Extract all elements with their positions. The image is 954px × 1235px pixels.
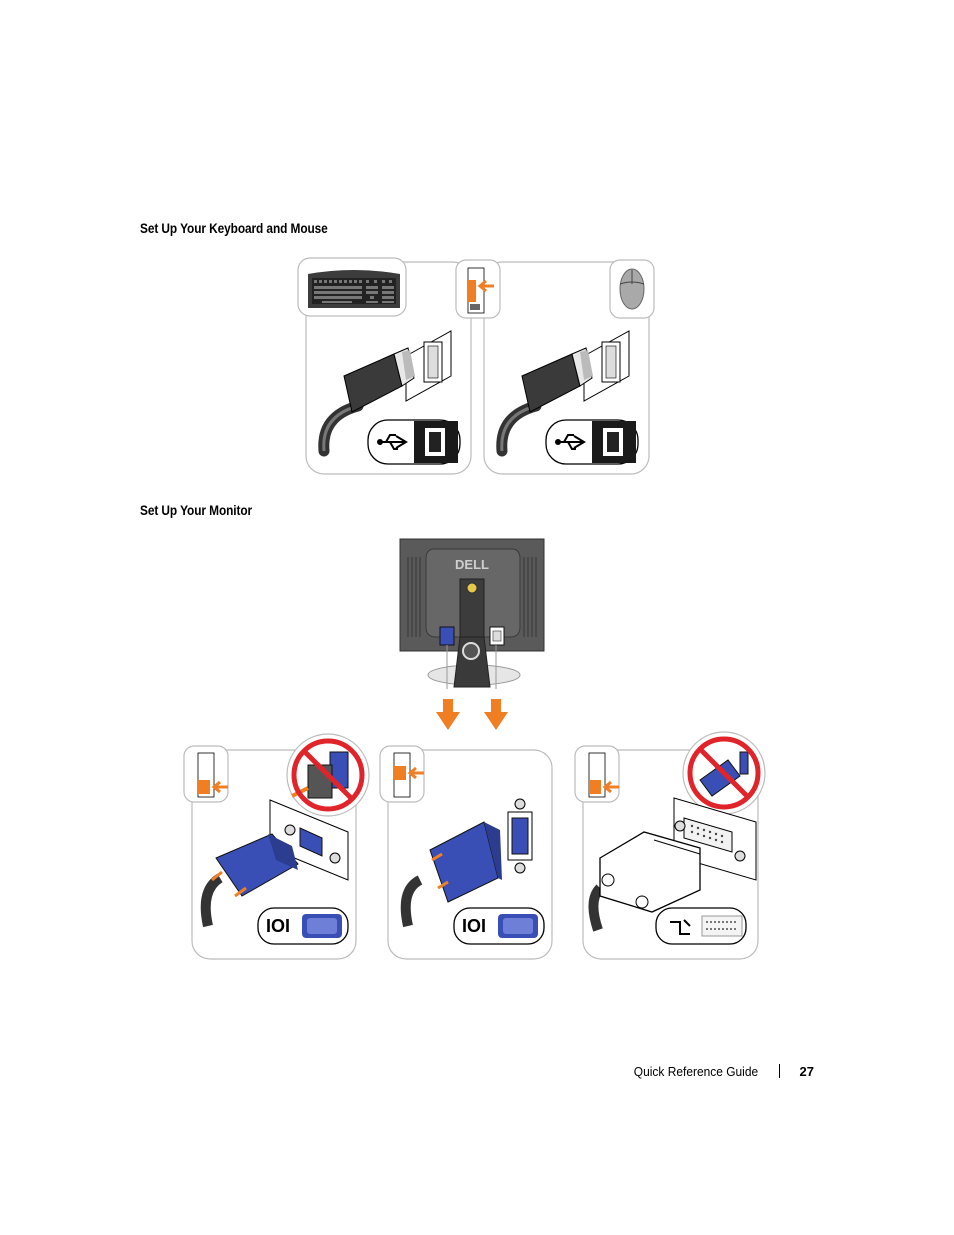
vga-icon: IOI [257,907,349,945]
footer-guide-title: Quick Reference Guide [634,1063,759,1079]
vga-icon: IOI [453,907,545,945]
keyboard-icon [297,257,407,317]
monitor-cable-illustration: IOI IOI [183,731,766,960]
dvi-icon [655,907,747,945]
monitor-back: DELL [399,538,545,689]
back-panel-port-icon [574,745,620,803]
heading-monitor: Set Up Your Monitor [140,503,253,518]
vga-panel-1: IOI [183,733,370,960]
vga-panel-2: IOI [379,745,553,960]
mouse-icon [609,259,655,319]
dvi-panel [574,731,766,960]
dell-logo: DELL [455,557,489,572]
monitor-back-illustration: DELL [399,538,545,730]
down-arrow-icon [484,699,508,730]
down-arrow-icon [436,699,460,730]
page-footer: Quick Reference Guide 27 [623,1063,814,1079]
svg-text:IOI: IOI [266,916,290,936]
prohibited-icon [682,731,766,815]
back-panel-port-icon [379,745,425,803]
keyboard-usb-panel [297,257,472,475]
svg-text:IOI: IOI [462,916,486,936]
back-panel-port-icon [455,259,501,319]
footer-separator [778,1064,780,1078]
mouse-usb-panel [455,259,655,475]
usb-icon [367,419,461,465]
heading-keyboard-mouse: Set Up Your Keyboard and Mouse [140,221,328,236]
keyboard-mouse-illustration [297,257,655,475]
page-number: 27 [799,1063,814,1079]
usb-icon [545,419,639,465]
back-panel-port-icon [183,745,229,803]
prohibited-icon [286,733,370,817]
